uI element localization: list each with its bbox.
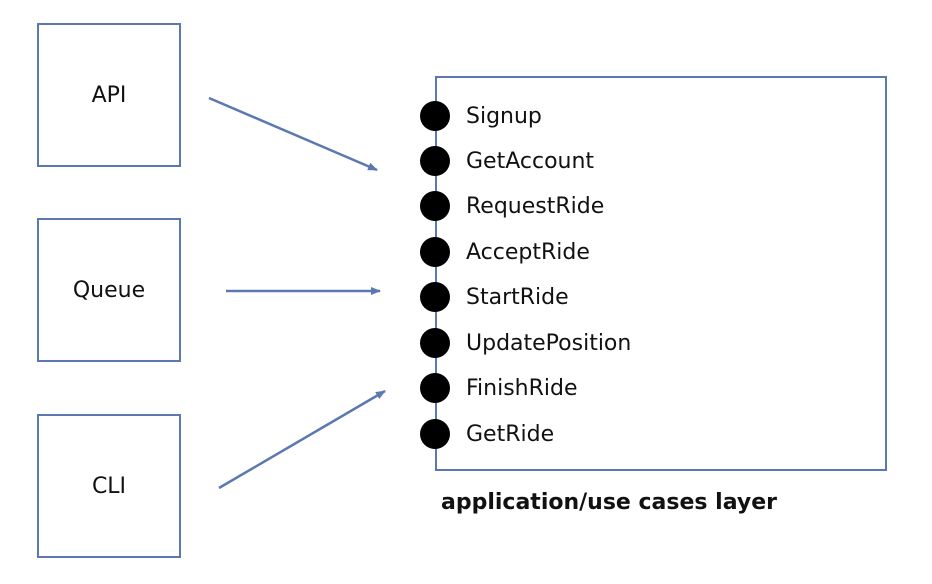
cli-box: CLI: [37, 414, 181, 558]
layer-caption: application/use cases layer: [441, 490, 777, 515]
use-case-label: GetRide: [466, 421, 555, 447]
use-case-item: FinishRide: [420, 372, 578, 404]
use-case-label: StartRide: [466, 284, 569, 310]
port-dot-icon: [420, 237, 450, 267]
application-layer-box: [435, 76, 887, 471]
queue-label: Queue: [72, 277, 146, 303]
port-dot-icon: [420, 282, 450, 312]
use-case-item: RequestRide: [420, 190, 604, 222]
api-box: API: [37, 23, 181, 167]
port-dot-icon: [420, 419, 450, 449]
use-case-item: UpdatePosition: [420, 327, 631, 359]
use-case-item: Signup: [420, 100, 542, 132]
port-dot-icon: [420, 328, 450, 358]
use-case-label: RequestRide: [466, 193, 605, 219]
use-case-label: Signup: [466, 103, 542, 129]
port-dot-icon: [420, 191, 450, 221]
use-case-label: FinishRide: [466, 375, 578, 401]
api-arrow: [208, 96, 378, 172]
port-dot-icon: [420, 101, 450, 131]
queue-box: Queue: [37, 218, 181, 362]
use-case-item: AcceptRide: [420, 236, 590, 268]
port-dot-icon: [420, 373, 450, 403]
use-case-label: AcceptRide: [466, 239, 590, 265]
cli-label: CLI: [91, 473, 127, 499]
port-dot-icon: [420, 146, 450, 176]
use-case-label: GetAccount: [466, 148, 595, 174]
use-case-item: StartRide: [420, 281, 569, 313]
cli-arrow: [218, 389, 386, 490]
use-case-item: GetRide: [420, 418, 554, 450]
api-label: API: [91, 82, 127, 108]
use-case-item: GetAccount: [420, 145, 594, 177]
use-case-label: UpdatePosition: [466, 330, 632, 356]
